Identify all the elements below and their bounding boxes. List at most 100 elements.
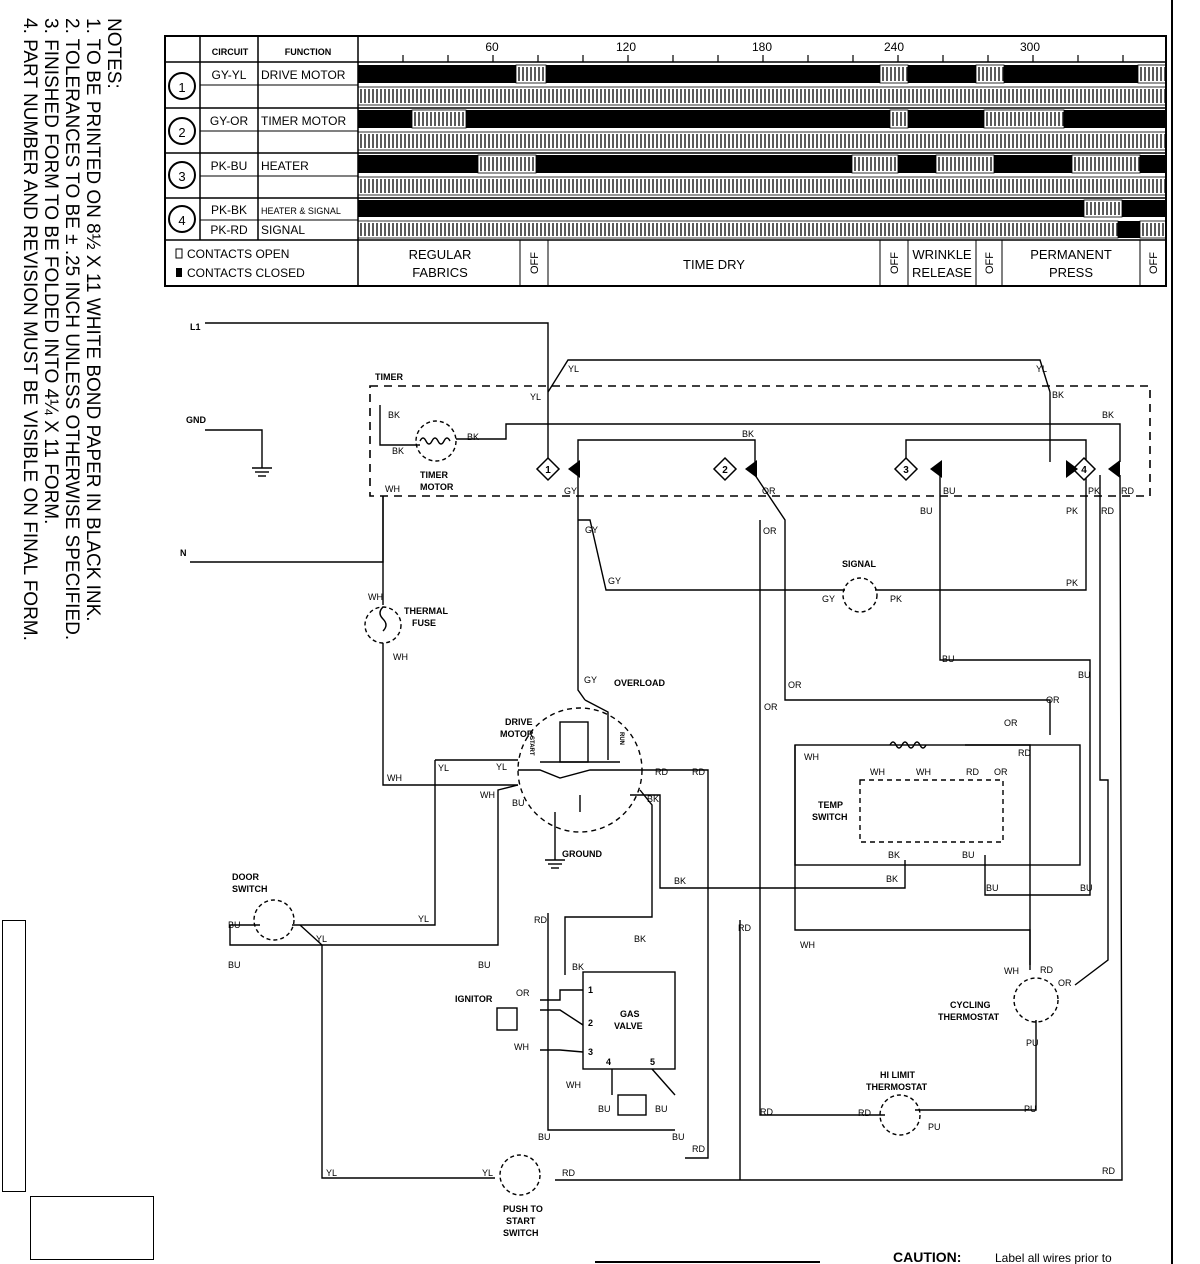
col-header-circuit: CIRCUIT [212, 47, 249, 57]
wire-label-bu: BU [672, 1132, 685, 1142]
wire-label-or: OR [516, 988, 530, 998]
label-hi-limit: HI LIMIT [880, 1070, 915, 1080]
contacts-closed-bar [536, 155, 852, 173]
timer-contact-marker: 3 [893, 456, 919, 482]
contacts-closed-bar [1118, 221, 1140, 238]
cycle-label: PERMANENT [1030, 247, 1112, 262]
circuit-code: PK-BK [211, 203, 247, 217]
contacts-closed-bar [1140, 155, 1166, 173]
wire-label-rd: RD [1040, 965, 1053, 975]
label-gas-valve: VALVE [614, 1021, 643, 1031]
circuit-function: SIGNAL [261, 223, 305, 237]
contacts-closed-bar [994, 155, 1072, 173]
contacts-closed-bar [546, 65, 880, 83]
label-gas-valve: GAS [620, 1009, 640, 1019]
timer-contact-arrow [1108, 460, 1120, 478]
contacts-closed-bar [908, 110, 984, 128]
wire-label-yl: YL [418, 914, 429, 924]
wire-label-gy: GY [822, 594, 835, 604]
wire-label-bk: BK [742, 429, 754, 439]
wire-label-gy: GY [608, 576, 621, 586]
terminal-number: 2 [588, 1018, 593, 1028]
contacts-closed-bar [1004, 65, 1138, 83]
label-cycling-thermostat: THERMOSTAT [938, 1012, 1000, 1022]
contacts-closed-bar [898, 155, 936, 173]
wire-label-rd: RD [534, 915, 547, 925]
contacts-open-bar [357, 220, 1119, 239]
label-temp-switch: SWITCH [812, 812, 848, 822]
label-cycling-thermostat: CYCLING [950, 1000, 991, 1010]
wire-label-pk: PK [1088, 486, 1100, 496]
label-start-winding: START [528, 736, 534, 756]
wire-label-or: OR [1058, 978, 1072, 988]
label-thermal-fuse: THERMAL [404, 606, 448, 616]
wire-label-pk: PK [890, 594, 902, 604]
cycle-label: TIME DRY [683, 257, 745, 272]
label-drive-motor: DRIVE [505, 717, 533, 727]
label-gnd: GND [186, 415, 207, 425]
wire-label-rd: RD [1121, 486, 1134, 496]
cycle-label: FABRICS [412, 265, 468, 280]
wire-label-bk: BK [388, 410, 400, 420]
wire-label-wh: WH [387, 773, 402, 783]
wire-label-or: OR [763, 526, 777, 536]
cycle-label: REGULAR [409, 247, 472, 262]
timer-contact-marker: 1 [535, 456, 561, 482]
timer-contact-arrow [930, 460, 942, 478]
wire-label-bk: BK [888, 850, 900, 860]
wire-label-gy: GY [585, 525, 598, 535]
wire-label-yl: YL [530, 392, 541, 402]
circuit-function: TIMER MOTOR [261, 114, 346, 128]
wire-label-rd: RD [562, 1168, 575, 1178]
circuit-code: PK-BU [211, 159, 248, 173]
contacts-open-bar [1083, 199, 1123, 218]
wire-label-yl: YL [496, 762, 507, 772]
svg-text:3: 3 [903, 465, 909, 476]
label-timer-motor: MOTOR [420, 482, 454, 492]
timer-contact-arrow [568, 460, 580, 478]
timer-contact-arrow [745, 460, 757, 478]
circuit-number-circle [168, 205, 196, 233]
svg-text:4: 4 [1081, 465, 1087, 476]
wire-label-bk: BK [634, 934, 646, 944]
wire-label-wh: WH [566, 1080, 581, 1090]
wire-label-wh: WH [1004, 966, 1019, 976]
circuit-number-circle [168, 117, 196, 145]
timer-box [369, 385, 1151, 497]
circuit-number: 1 [178, 80, 185, 95]
wire-label-yl: YL [482, 1168, 493, 1178]
wire-label-bk: BK [467, 432, 479, 442]
label-timer-motor: TIMER [420, 470, 448, 480]
wire-label-yl: YL [568, 364, 579, 374]
label-temp-switch: TEMP [818, 800, 843, 810]
label-l1: L1 [190, 322, 201, 332]
wire-label-bu: BU [228, 960, 241, 970]
legend-closed: CONTACTS CLOSED [187, 266, 305, 280]
cycle-label: RELEASE [912, 265, 972, 280]
svg-text:1: 1 [545, 465, 551, 476]
wire-label-or: OR [1046, 695, 1060, 705]
label-timer: TIMER [375, 372, 403, 382]
contacts-open-bar [935, 154, 995, 174]
wire-label-wh: WH [870, 767, 885, 777]
circuit-number: 3 [178, 169, 185, 184]
time-tick-label: 180 [752, 40, 772, 54]
wire-label-bu: BU [1078, 670, 1091, 680]
wire-label-bk: BK [1052, 390, 1064, 400]
circuit-number-circle [168, 161, 196, 189]
wire-label-pu: PU [928, 1122, 941, 1132]
wire-label-or: OR [1004, 718, 1018, 728]
circuit-code: PK-RD [210, 223, 248, 237]
timer-contact-marker: 4 [1071, 456, 1097, 482]
contacts-open-bar [357, 176, 1167, 196]
caution-text: Label all wires prior to [995, 1251, 1112, 1264]
wire-label-yl: YL [1036, 364, 1047, 374]
cycle-off-label: OFF [529, 252, 541, 274]
label-ignitor: IGNITOR [455, 994, 493, 1004]
wire-label-rd: RD [760, 1107, 773, 1117]
wire-label-wh: WH [368, 592, 383, 602]
contacts-open-bar [357, 131, 1167, 151]
wire-label-wh: WH [514, 1042, 529, 1052]
wire-label-wh: WH [480, 790, 495, 800]
contacts-closed-bar [1064, 110, 1166, 128]
